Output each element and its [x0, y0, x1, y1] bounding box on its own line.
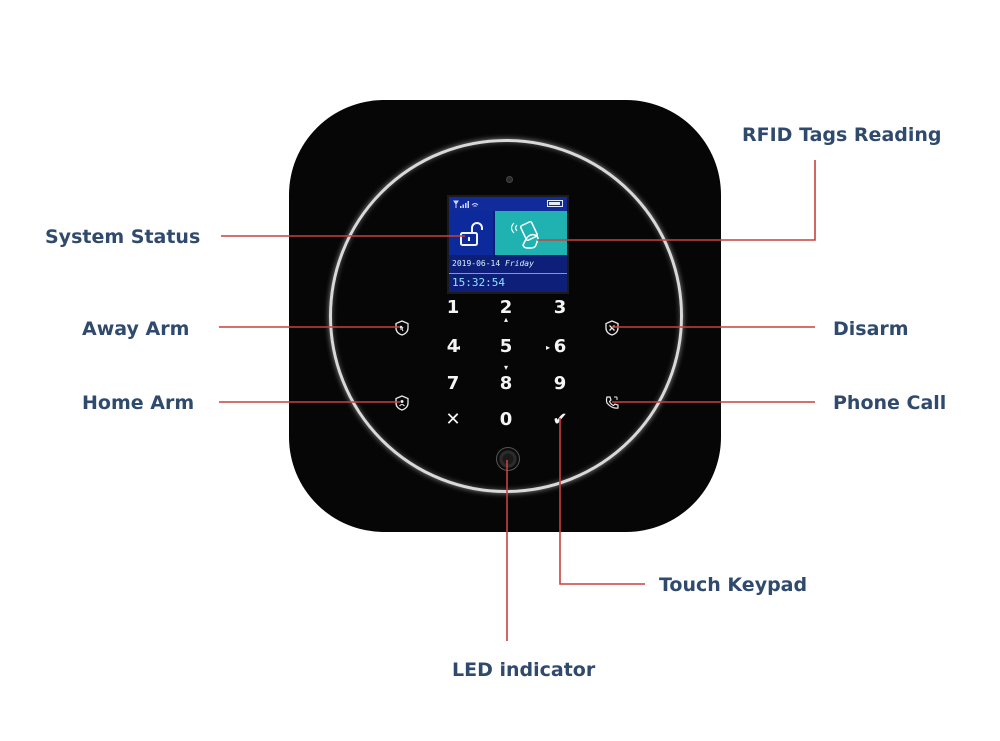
- cancel-key[interactable]: ✕: [439, 406, 467, 434]
- key-7-label: 7: [446, 373, 460, 394]
- lcd-screen: 2019-06-14 Friday 15:32:54: [447, 195, 569, 294]
- key-3[interactable]: 3: [546, 294, 574, 322]
- key-3-label: 3: [553, 297, 567, 318]
- key-6-arrow-icon: ▸: [546, 343, 551, 352]
- key-1-label: 1: [446, 297, 460, 318]
- key-0-label: 0: [499, 409, 513, 430]
- key-6-label: 6: [553, 336, 567, 357]
- system-status-label: System Status: [45, 226, 201, 248]
- battery-icon: [547, 200, 563, 207]
- away-arm-label: Away Arm: [82, 318, 190, 340]
- padlock-icon: [449, 211, 493, 255]
- key-7[interactable]: 7: [439, 370, 467, 398]
- shield-away-icon[interactable]: [394, 320, 410, 336]
- key-1[interactable]: 1: [439, 294, 467, 322]
- key-4-arrow-icon: ◂: [456, 343, 461, 352]
- disarm-label: Disarm: [833, 318, 909, 340]
- signal-icon: [453, 200, 479, 211]
- key-4-label: 4: [446, 336, 460, 357]
- key-9[interactable]: 9: [546, 370, 574, 398]
- key-4[interactable]: 4◂: [439, 333, 467, 361]
- disarm-x-icon[interactable]: [604, 320, 620, 336]
- screen-day: Friday: [505, 259, 534, 268]
- key-2-label: 2: [499, 297, 513, 318]
- key-8-arrow-icon: ▾: [503, 363, 508, 372]
- rfid-tags-reading-label: RFID Tags Reading: [742, 124, 942, 146]
- phone-icon[interactable]: [604, 395, 620, 411]
- cancel-key-label: ✕: [445, 409, 461, 430]
- confirm-key-label: ✔: [552, 409, 568, 430]
- screen-date: 2019-06-14 Friday: [449, 257, 567, 271]
- led-indicator-label: LED indicator: [452, 659, 596, 681]
- key-6[interactable]: ▸6: [546, 333, 574, 361]
- screen-date-value: 2019-06-14: [452, 259, 501, 268]
- key-5[interactable]: 5: [492, 333, 520, 361]
- led-indicator-light: [496, 447, 520, 471]
- screen-status-bar: [449, 197, 567, 211]
- key-2-arrow-icon: ▴: [503, 315, 508, 324]
- light-ring: [329, 139, 683, 493]
- rfid-hand-card-icon: [495, 211, 567, 255]
- touch-keypad-label: Touch Keypad: [659, 574, 808, 596]
- screen-time: 15:32:54: [449, 273, 567, 290]
- camera-lens: [506, 176, 513, 183]
- key-2[interactable]: 2▴: [492, 294, 520, 324]
- key-9-label: 9: [553, 373, 567, 394]
- key-0[interactable]: 0: [492, 406, 520, 434]
- key-8-label: 8: [499, 373, 513, 394]
- confirm-key[interactable]: ✔: [546, 406, 574, 434]
- home-arm-label: Home Arm: [82, 392, 195, 414]
- phone-call-label: Phone Call: [833, 392, 947, 414]
- shield-home-icon[interactable]: [394, 395, 410, 411]
- key-5-label: 5: [499, 336, 513, 357]
- key-8[interactable]: ▾8: [492, 364, 520, 398]
